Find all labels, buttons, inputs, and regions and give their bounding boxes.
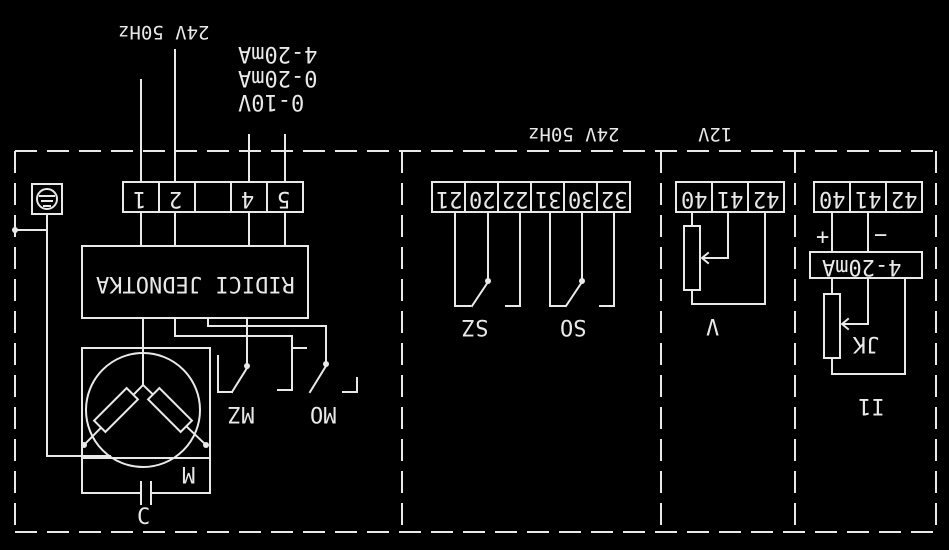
limit-switch-mo-label: MO <box>310 401 337 426</box>
switch-sz-label: SZ <box>462 314 489 339</box>
terminal-20: 20 <box>469 186 496 211</box>
current-pot-label: JK <box>852 331 879 356</box>
terminal-21: 21 <box>436 186 463 211</box>
ground-icon <box>36 188 58 210</box>
panel-pot-supply: 12V <box>698 123 732 145</box>
panel-switches: 24V 50Hz 21 20 22 31 30 32 SZ SO <box>431 123 631 339</box>
panel-pot: 12V 40 41 42 V <box>675 123 785 338</box>
terminal-cur-40: 40 <box>819 186 846 211</box>
polarity-minus: − <box>874 223 887 248</box>
terminal-pot-42: 42 <box>753 186 780 211</box>
capacitor-label: C <box>137 505 150 530</box>
panel-main: 1 2 4 5 RIDICI JEDNOTKA M <box>12 181 358 530</box>
terminal-32: 32 <box>601 186 628 211</box>
terminal-30: 30 <box>568 186 595 211</box>
panel-frames <box>14 150 937 533</box>
converter-label: 4-20mA <box>822 254 901 279</box>
panel-pot-label: V <box>706 313 719 338</box>
switch-so-contact <box>564 280 584 308</box>
motor-winding-2 <box>146 386 194 434</box>
limit-switch-mz-contact <box>230 366 249 394</box>
terminal-31: 31 <box>535 186 562 211</box>
limit-switch-mz-label: MZ <box>228 401 255 426</box>
incoming-wires <box>140 49 286 183</box>
terminal-strip-pot <box>675 181 785 213</box>
terminal-1: 1 <box>133 186 146 211</box>
signal-label-2: 0-20mA <box>238 65 317 90</box>
panel-current-label: I1 <box>858 393 885 418</box>
control-unit-label: RIDICI JEDNOTKA <box>96 271 295 296</box>
motor-winding-1 <box>92 386 140 434</box>
terminal-strip-current <box>813 181 923 213</box>
terminal-pot-41: 41 <box>717 186 744 211</box>
current-pot-icon <box>823 293 841 359</box>
motor-housing <box>81 347 211 459</box>
terminal-cur-42: 42 <box>891 186 918 211</box>
signal-label-1: 4-20mA <box>238 41 317 66</box>
switch-sz-contact <box>470 280 490 308</box>
terminal-cur-41: 41 <box>855 186 882 211</box>
control-unit <box>81 245 309 319</box>
terminal-4: 4 <box>241 186 254 211</box>
supply-ac-label: 24V 50Hz <box>118 21 210 43</box>
terminal-5: 5 <box>277 186 290 211</box>
signal-label-3: 0-10V <box>238 89 304 114</box>
terminal-pot-40: 40 <box>681 186 708 211</box>
current-converter <box>809 251 923 279</box>
terminal-2: 2 <box>169 186 182 211</box>
switch-so-label: SO <box>560 314 587 339</box>
terminal-22: 22 <box>502 186 529 211</box>
potentiometer-icon <box>683 225 701 291</box>
polarity-plus: + <box>816 225 829 250</box>
limit-switch-mo-contact <box>308 364 328 394</box>
terminal-strip-main <box>122 181 304 213</box>
motor-label: M <box>182 461 195 486</box>
panel-current: 40 41 42 + − 4-20mA JK I1 <box>809 181 923 418</box>
panel-switches-supply: 24V 50Hz <box>528 123 620 145</box>
